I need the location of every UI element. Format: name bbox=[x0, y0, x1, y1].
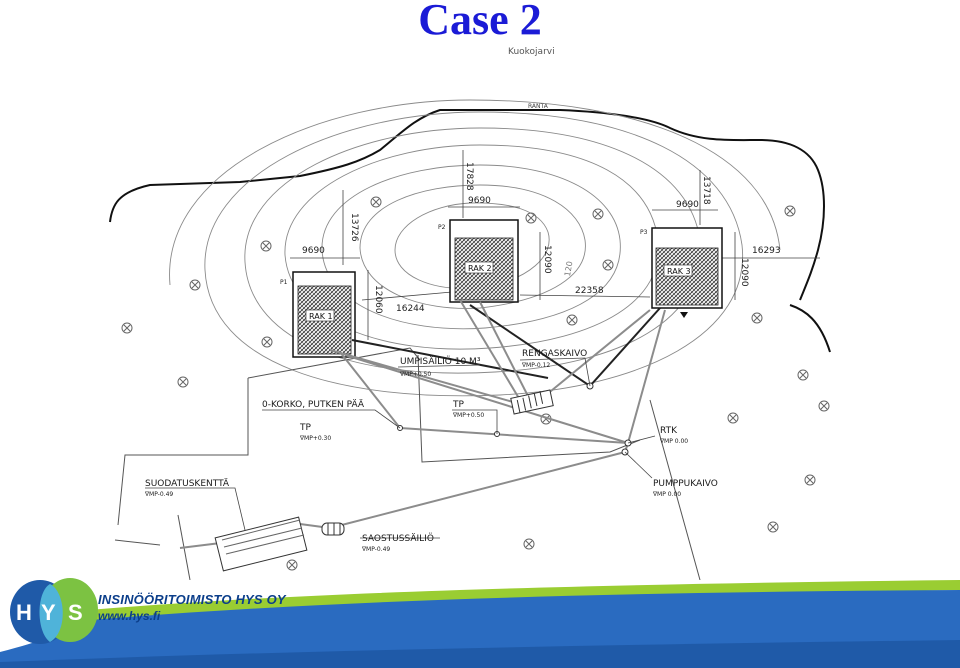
pumppukaivo-label: PUMPPUKAIVO bbox=[653, 479, 718, 489]
contour-label: 120 bbox=[563, 261, 575, 278]
dim-rak2-dist: 17828 bbox=[464, 162, 474, 191]
tp2-label: TP bbox=[452, 400, 464, 410]
logo-letter-h: H bbox=[16, 600, 32, 625]
property-lines bbox=[114, 347, 701, 580]
rak2-point: P2 bbox=[438, 224, 446, 231]
company-name: INSINÖÖRITOIMISTO HYS OY bbox=[98, 592, 286, 607]
zero-level-label: 0-KORKO, PUTKEN PÄÄ bbox=[262, 399, 365, 410]
company-website[interactable]: www.hys.fi bbox=[98, 609, 161, 623]
shoreline-east bbox=[789, 304, 831, 353]
rak1-label: RAK 1 bbox=[309, 312, 333, 321]
dim-rak2-rak3: 22358 bbox=[575, 286, 604, 296]
top-label: Kuokojarvi bbox=[508, 47, 555, 57]
logo-letter-s: S bbox=[68, 600, 83, 625]
pumppukaivo-level: ∇MP 0.00 bbox=[652, 491, 681, 498]
suodatuskentta-level: ∇MP-0.49 bbox=[144, 491, 173, 498]
dim-rak3-dist: 13718 bbox=[701, 176, 711, 205]
building-rak2: RAK 2 P2 bbox=[438, 219, 519, 303]
rengaskaivo-level: ∇MP-0.12 bbox=[521, 362, 550, 369]
site-plan-drawing: Kuokojarvi RANTA 120 bbox=[109, 47, 831, 580]
tp1-label: TP bbox=[299, 423, 311, 433]
umpisailio-label: UMPISÄILIÖ 10 M³ bbox=[400, 356, 481, 367]
rak1-point: P1 bbox=[280, 279, 288, 286]
tp2-level: ∇MP+0.50 bbox=[452, 412, 484, 419]
footer-band bbox=[0, 580, 960, 668]
dim-rak3-edge: 16293 bbox=[752, 246, 781, 256]
plan-labels: UMPISÄILIÖ 10 M³ ∇MP+0.50 RENGASKAIVO ∇M… bbox=[144, 349, 718, 553]
suodatuskentta-label: SUODATUSKENTTÄ bbox=[145, 478, 230, 489]
shore-label: RANTA bbox=[528, 103, 549, 110]
dim-rak2-width: 9690 bbox=[468, 196, 491, 206]
dim-rak3-width: 9690 bbox=[676, 200, 699, 210]
dim-rak1-dist: 13726 bbox=[349, 213, 359, 242]
dimension-lines bbox=[290, 150, 820, 340]
rak3-label: RAK 3 bbox=[667, 267, 691, 276]
tp1-level: ∇MP+0.30 bbox=[299, 435, 331, 442]
saostussailio-label: SAOSTUSSÄILIÖ bbox=[362, 533, 434, 544]
umpisailio-level: ∇MP+0.50 bbox=[399, 371, 431, 378]
dim-rak1-width: 9690 bbox=[302, 246, 325, 256]
suodatuskentta-field bbox=[214, 516, 308, 572]
building-rak3: RAK 3 P3 bbox=[640, 227, 723, 318]
rengaskaivo-label: RENGASKAIVO bbox=[522, 349, 587, 359]
rak3-point: P3 bbox=[640, 229, 648, 236]
umpisailio-tank bbox=[510, 389, 554, 415]
leader-lines bbox=[145, 357, 656, 539]
hys-logo: H Y S bbox=[10, 578, 98, 644]
building-rak1: RAK 1 P1 bbox=[280, 271, 356, 358]
pipe-lines-dark bbox=[351, 304, 661, 387]
company-info: INSINÖÖRITOIMISTO HYS OY www.hys.fi bbox=[98, 592, 286, 623]
dim-rak3-depth: 12090 bbox=[739, 258, 749, 287]
dim-rak1-rak2: 16244 bbox=[396, 304, 425, 314]
dim-rak1-depth: 12060 bbox=[373, 285, 383, 314]
shoreline bbox=[109, 109, 825, 301]
saostussailio-tank bbox=[321, 522, 345, 536]
dim-rak2-depth: 12090 bbox=[542, 245, 552, 274]
logo-letter-y: Y bbox=[41, 600, 56, 625]
tree-symbols bbox=[121, 196, 830, 571]
rtk-level: ∇MP 0.00 bbox=[659, 438, 688, 445]
saostussailio-level: ∇MP-0.49 bbox=[361, 546, 390, 553]
rtk-label: RTK bbox=[660, 426, 678, 436]
slide-title: Case 2 bbox=[418, 0, 542, 44]
pipe-lines-grey bbox=[179, 299, 666, 549]
rak2-label: RAK 2 bbox=[468, 264, 492, 273]
